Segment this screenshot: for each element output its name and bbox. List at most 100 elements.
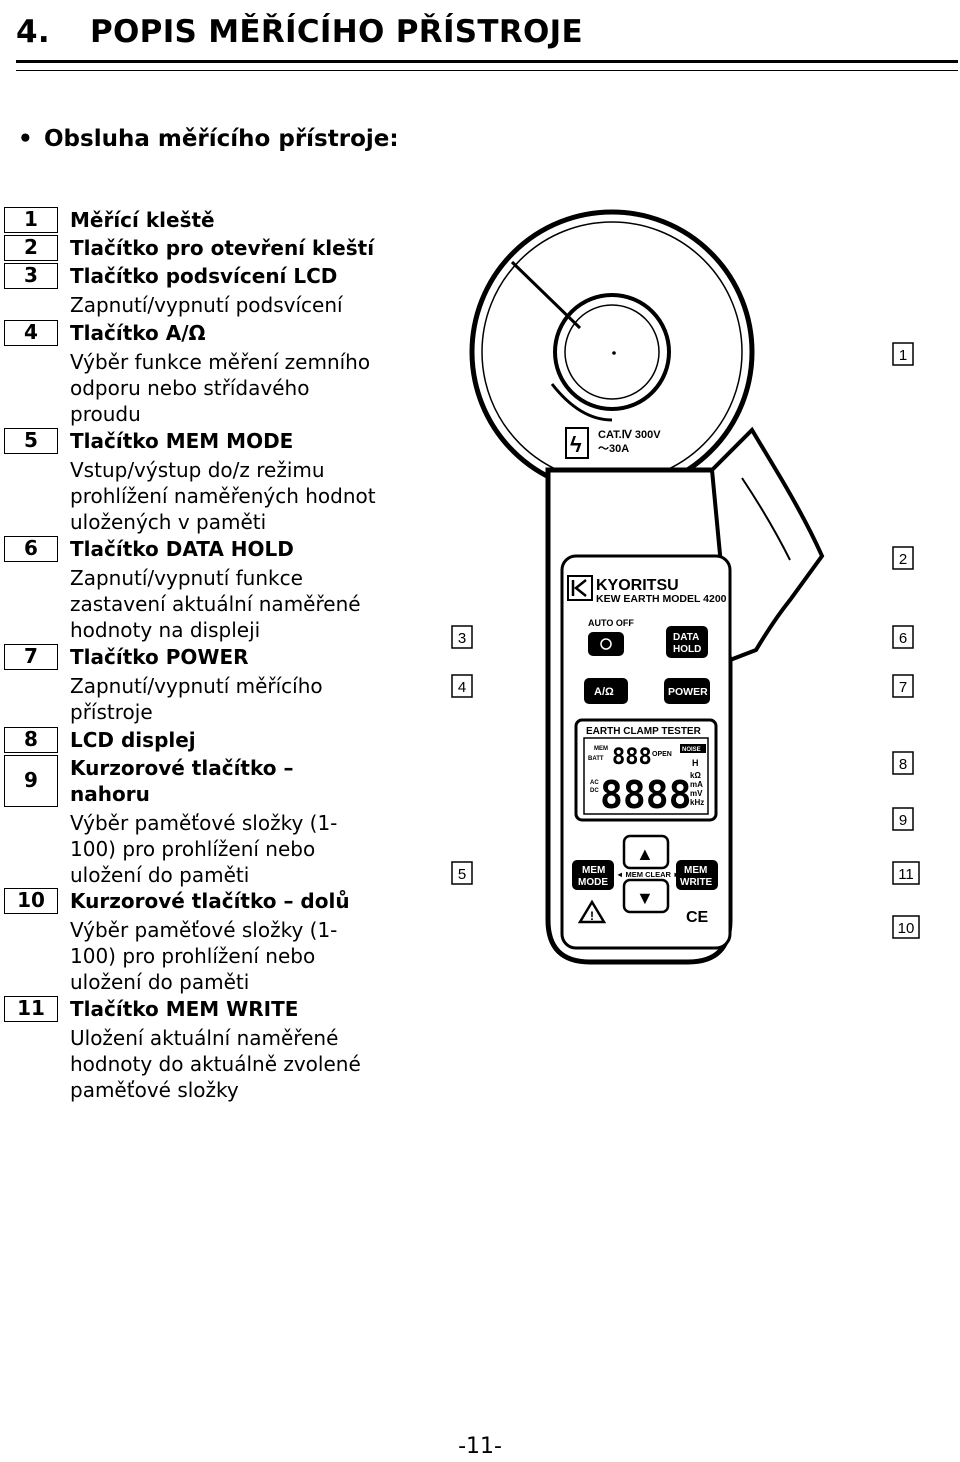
item-description: Zapnutí/vypnutí měřícího	[70, 674, 323, 698]
item-number: 1	[4, 207, 58, 233]
item-number: 6	[4, 536, 58, 562]
power-button	[664, 678, 710, 704]
callout-box	[451, 674, 473, 698]
auto-off-label: AUTO OFF	[588, 618, 634, 628]
item-description: přístroje	[70, 700, 153, 724]
item-description: Výběr funkce měření zemního	[70, 350, 371, 374]
cat-rating-label: CAT.Ⅳ 300V	[598, 429, 661, 441]
item-title: Tlačítko POWER	[70, 645, 249, 669]
item-description: Výběr paměťové složky (1-	[70, 811, 338, 835]
item-description: zastavení aktuální naměřené	[70, 592, 361, 616]
item-title: Tlačítko MEM WRITE	[70, 997, 299, 1021]
item-description: prohlížení naměřených hodnot	[70, 484, 376, 508]
lcd-h-indicator: H	[692, 758, 699, 768]
item-description: hodnoty na displeji	[70, 618, 261, 642]
lightning-symbol-box	[565, 427, 589, 459]
jaw-split-line-lower	[550, 383, 613, 422]
lcd-batt-indicator: BATT	[588, 756, 604, 762]
item-number: 8	[4, 727, 58, 753]
item-number: 4	[4, 320, 58, 346]
lcd-memory-digits: 888	[612, 745, 652, 770]
lcd-mem-indicator: MEM	[594, 746, 608, 752]
mem-mode-label: MEM	[582, 865, 605, 876]
section-heading: 4. POPIS MĚŘÍCÍHO PŘÍSTROJE	[16, 14, 583, 50]
callout-number: 9	[899, 812, 907, 829]
cursor-up-button	[622, 834, 670, 870]
down-arrow-icon: ▼	[636, 888, 654, 908]
a-ohm-button	[584, 678, 628, 704]
item-title: nahoru	[70, 782, 150, 806]
callout-number: 10	[898, 920, 915, 937]
item-description: Výběr paměťové složky (1-	[70, 918, 338, 942]
item-description: Vstup/výstup do/z režimu	[70, 458, 325, 482]
callout-box	[892, 674, 914, 698]
heading-rule	[16, 60, 958, 63]
item-description: uložení do paměti	[70, 863, 250, 887]
callout-box	[892, 915, 920, 939]
item-number: 2	[4, 235, 58, 261]
jaw-split-line	[510, 260, 582, 330]
data-hold-label: DATA	[673, 632, 699, 643]
lightning-icon: ϟ	[570, 432, 582, 457]
item-description: hodnoty do aktuálně zvolené	[70, 1052, 361, 1076]
lcd-noise-indicator: NOISE	[682, 747, 701, 753]
lcd-dc-indicator: DC	[590, 788, 599, 794]
item-title: Tlačítko pro otevření kleští	[70, 236, 375, 260]
callout-number: 3	[458, 630, 466, 647]
data-hold-button	[666, 626, 708, 658]
item-list: 1 Měřící kleště 2 Tlačítko pro otevření kle…	[0, 0, 460, 1150]
item-number: 5	[4, 428, 58, 454]
lcd-unit: kΩ	[690, 771, 701, 780]
item-description: Zapnutí/vypnutí podsvícení	[70, 293, 343, 317]
bullet: •	[18, 126, 33, 152]
callout-number: 7	[899, 679, 907, 696]
ce-mark: CE	[686, 909, 709, 926]
item-number: 9	[4, 755, 58, 807]
jaw-open-trigger	[709, 426, 825, 663]
item-description: Uložení aktuální naměřené	[70, 1026, 339, 1050]
item-number: 10	[4, 888, 58, 914]
lcd-unit: mV	[690, 789, 703, 798]
item-title: Kurzorové tlačítko – dolů	[70, 889, 350, 913]
lcd-unit: mA	[690, 780, 703, 789]
section-title: POPIS MĚŘÍCÍHO PŘÍSTROJE	[90, 14, 583, 50]
clamp-opening	[553, 293, 671, 411]
data-hold-label: HOLD	[673, 644, 701, 655]
item-number: 11	[4, 996, 58, 1022]
lcd-unit: kHz	[690, 798, 704, 807]
mem-clear-label: ◄ MEM CLEAR ►	[616, 870, 680, 879]
up-arrow-icon: ▲	[636, 844, 654, 864]
item-title: Tlačítko podsvícení LCD	[70, 264, 338, 288]
warning-exclamation: !	[590, 909, 594, 923]
lcd-noise-box	[680, 744, 706, 753]
item-title: LCD displej	[70, 728, 196, 752]
lcd-title: EARTH CLAMP TESTER	[586, 726, 702, 737]
item-description: odporu nebo střídavého	[70, 376, 310, 400]
callout-number: 8	[899, 756, 907, 773]
item-description: uložení do paměti	[70, 970, 250, 994]
callout-box	[892, 342, 914, 366]
trigger-ridge	[741, 477, 791, 561]
a-ohm-label: A/Ω	[594, 686, 614, 698]
item-description: 100) pro prohlížení nebo	[70, 837, 316, 861]
subsection-heading: •Obsluha měřícího přístroje:	[18, 126, 399, 152]
lcd-open-indicator: OPEN	[652, 751, 672, 758]
mem-mode-label: MODE	[578, 877, 608, 888]
item-title: Kurzorové tlačítko –	[70, 756, 294, 780]
section-number: 4.	[16, 14, 50, 50]
lcd-main-digits: 8888	[600, 773, 692, 817]
item-description: uložených v paměti	[70, 510, 267, 534]
current-rating-label: ～30A	[598, 443, 629, 455]
callout-number: 2	[899, 551, 907, 568]
model-name: KEW EARTH MODEL 4200	[596, 593, 727, 605]
item-title: Tlačítko A/Ω	[70, 321, 206, 345]
item-description: Zapnutí/vypnutí funkce	[70, 566, 303, 590]
clamp-opening-rim	[564, 304, 660, 400]
backlight-button	[588, 632, 624, 656]
brand-logo-mark	[571, 579, 587, 597]
callout-number: 1	[899, 347, 907, 364]
item-title: Tlačítko DATA HOLD	[70, 537, 294, 561]
item-description: paměťové složky	[70, 1078, 239, 1102]
item-title: Měřící kleště	[70, 208, 215, 232]
